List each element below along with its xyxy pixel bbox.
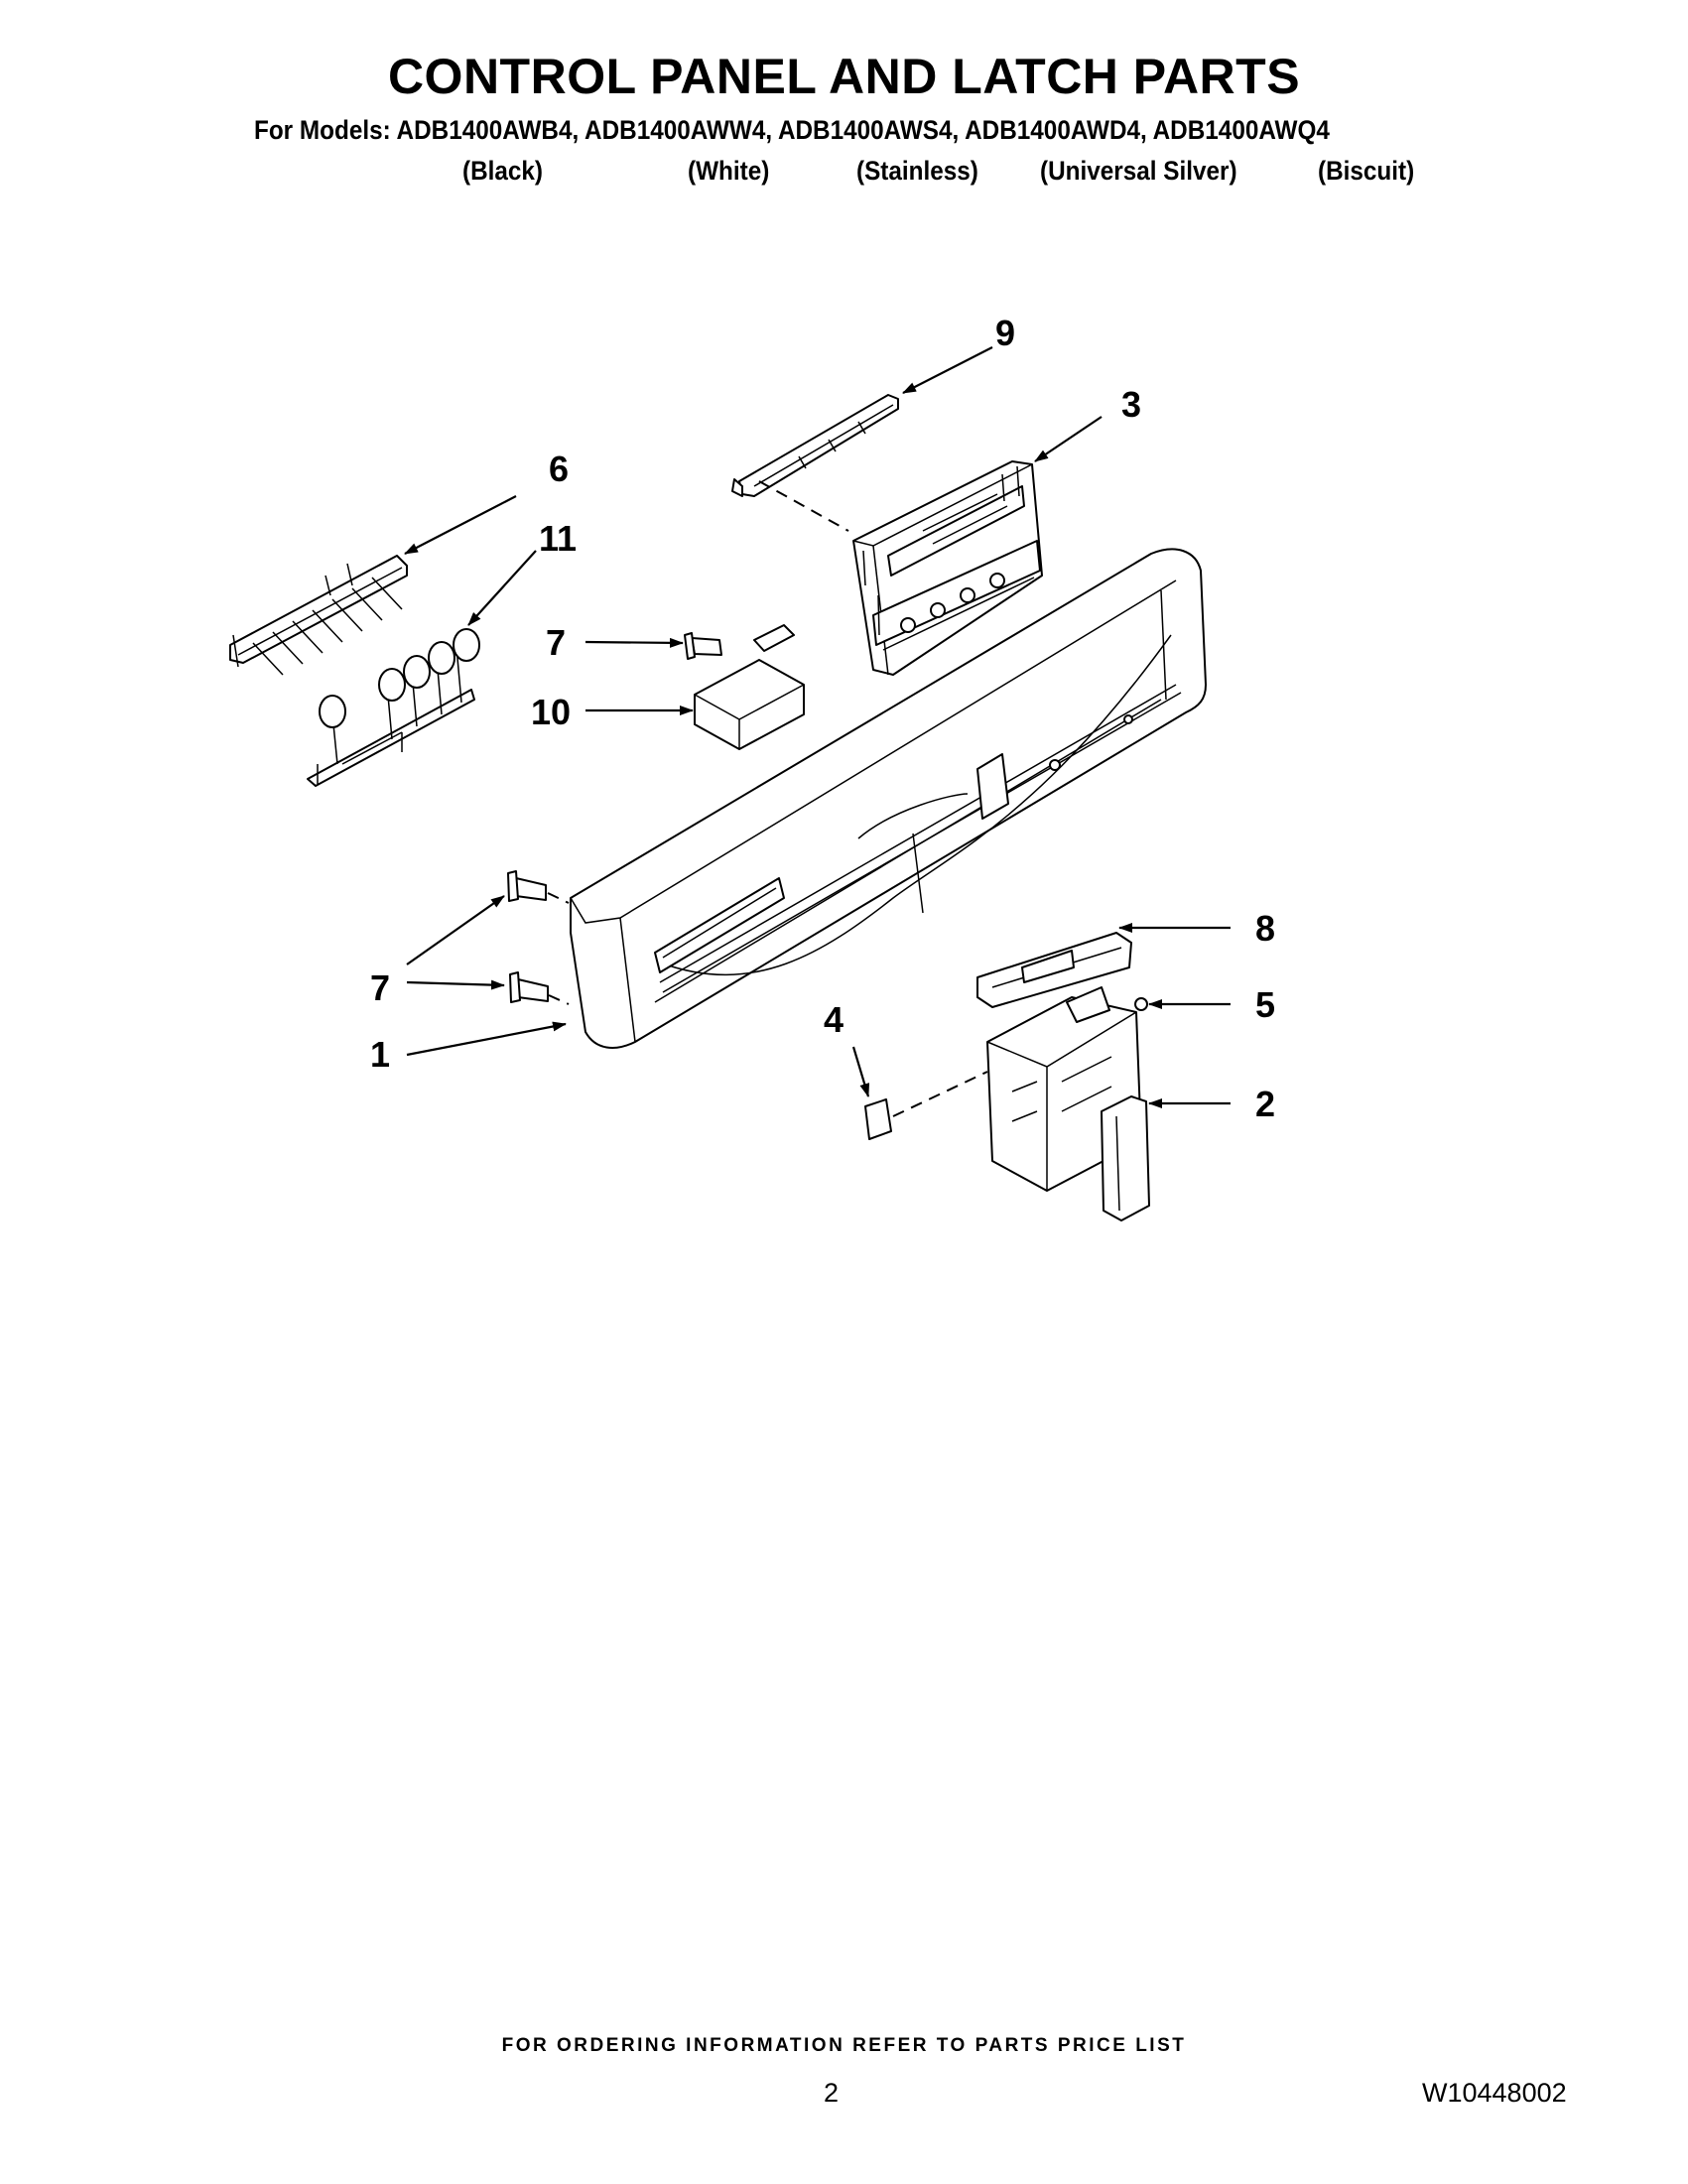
callout-6: 6 bbox=[549, 449, 569, 489]
part-screw-upper bbox=[684, 632, 722, 660]
part-button-strip bbox=[229, 555, 408, 676]
model-color-black: (Black) bbox=[462, 156, 544, 186]
model-color-stainless: (Stainless) bbox=[856, 156, 978, 186]
callout-11: 11 bbox=[539, 518, 577, 559]
part-screw-left-b bbox=[509, 971, 549, 1003]
part-bracket bbox=[694, 624, 805, 750]
part-latch-handle bbox=[976, 932, 1132, 1008]
ordering-note: FOR ORDERING INFORMATION REFER TO PARTS … bbox=[501, 2035, 1187, 2056]
part-light-pipe bbox=[731, 394, 899, 497]
callout-1: 1 bbox=[370, 1034, 390, 1075]
part-control-board bbox=[852, 460, 1043, 676]
callout-7-upper: 7 bbox=[546, 622, 566, 663]
callout-5: 5 bbox=[1255, 984, 1275, 1025]
part-control-panel bbox=[570, 548, 1207, 1049]
callout-2: 2 bbox=[1255, 1084, 1275, 1124]
part-latch-lever bbox=[1101, 1095, 1150, 1221]
callout-10: 10 bbox=[531, 692, 571, 732]
callout-7-left: 7 bbox=[370, 967, 390, 1008]
page-number: 2 bbox=[824, 2078, 840, 2108]
exploded-parts-diagram: 9 3 6 11 7 10 7 1 8 5 4 2 bbox=[229, 313, 1275, 1221]
document-number: W10448002 bbox=[1422, 2078, 1567, 2108]
callout-4: 4 bbox=[824, 999, 844, 1040]
callout-9: 9 bbox=[995, 313, 1015, 353]
model-color-universal-silver: (Universal Silver) bbox=[1040, 156, 1237, 186]
part-push-buttons bbox=[307, 628, 480, 787]
model-color-white: (White) bbox=[688, 156, 770, 186]
page-title: CONTROL PANEL AND LATCH PARTS bbox=[387, 49, 1301, 104]
models-line: For Models: ADB1400AWB4, ADB1400AWW4, AD… bbox=[254, 115, 1330, 145]
callout-3: 3 bbox=[1121, 384, 1141, 425]
part-screw-left-a bbox=[507, 870, 547, 902]
callout-8: 8 bbox=[1255, 908, 1275, 949]
part-switch bbox=[864, 1098, 892, 1140]
model-color-biscuit: (Biscuit) bbox=[1318, 156, 1415, 186]
